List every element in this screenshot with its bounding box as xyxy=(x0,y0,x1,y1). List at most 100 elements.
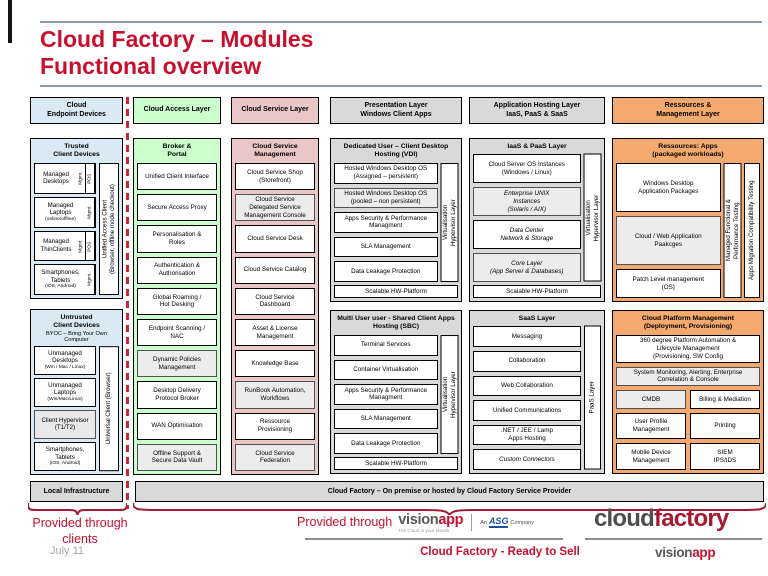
device-tags: POS xyxy=(86,163,95,193)
device-label: Managed ThinClients xyxy=(35,232,77,261)
resources-apps-side-2: Apps Migration Compatibility Testing xyxy=(744,162,760,298)
device-box: Unmanaged Desktops(Win / Mac / Linux) xyxy=(34,345,96,375)
saas-item: Custom Connectors xyxy=(473,449,581,471)
visionapp-tagline: The Cloud in your Hands xyxy=(398,527,450,533)
sbc-item: Data Leakage Protection xyxy=(334,433,438,455)
header-presentation-layer: Presentation Layer Windows Client Apps xyxy=(330,97,462,124)
device-tag: POS xyxy=(86,231,95,261)
provided-through-label: Provided through xyxy=(297,515,393,529)
device-name: Client Hypervisor (T1/T2) xyxy=(41,416,89,432)
resources-apps-item: Windows Desktop Application Packages xyxy=(616,162,721,213)
device-label: Smartphones, Tablets(iOS, Android) xyxy=(35,443,95,470)
header-cloud-service-layer: Cloud Service Layer xyxy=(231,97,319,124)
page-title-line2: Functional overview xyxy=(40,53,262,80)
sbc-scalable-hw: Scalable HW-Platform xyxy=(334,457,458,470)
vdi-item: Apps Security & Performance Managment xyxy=(334,212,438,233)
saas-item: Messaging xyxy=(473,326,581,348)
device-name: Managed ThinClients xyxy=(40,238,72,253)
resources-apps-title: Ressources: Apps (packaged workloads) xyxy=(652,143,724,159)
trusted-devices-side-label: Unified Access Client (Browser, offline … xyxy=(99,162,119,295)
footer-app-text: app xyxy=(692,545,716,560)
device-tag: Mgmt. xyxy=(86,197,95,227)
broker-portal-item: Authentication & Authorisation xyxy=(137,256,217,284)
asg-logo: An ASG Company xyxy=(480,513,534,528)
header-resources-management-layer: Ressources & Management Layer xyxy=(612,97,764,124)
page-title: Cloud Factory – Modules Functional overv… xyxy=(40,26,313,80)
device-name: Smartphones, Tablets xyxy=(45,446,85,461)
sbc-item: Container Virtualisation xyxy=(334,359,438,381)
broker-portal-item: Desktop Delivery Protocol Broker xyxy=(137,381,217,409)
device-sub: (iOS, Android) xyxy=(45,284,76,290)
untrusted-devices-side-label: Universal Client (Browser) xyxy=(99,345,119,471)
corner-mark xyxy=(8,0,12,43)
footer-visionapp-logo: visionapp xyxy=(655,545,716,560)
client-provider-divider xyxy=(126,97,129,509)
brace-clients xyxy=(28,503,127,515)
device-tag: Mgmt. xyxy=(86,265,95,295)
device-box: Smartphones, Tablets(iOS, Android) Mgmt. xyxy=(34,264,96,296)
provided-through-visionapp: Provided through visionapp The Cloud in … xyxy=(297,513,534,533)
device-tags: Mgmt. xyxy=(77,231,86,261)
title-rule-top xyxy=(40,21,762,23)
device-sub: (online/offline) xyxy=(45,216,76,222)
platform-mgmt-grid-item: Billing & Mediation xyxy=(690,390,760,409)
section-sbc-hosting: Multi User user - Shared Client Apps Hos… xyxy=(330,310,462,474)
sbc-side-label: Virtualisation Hypervisor Layer xyxy=(440,334,458,454)
broker-portal-item: Offline Support & Secure Data Vault xyxy=(137,443,217,471)
iaas-side-label: Virtualisation Hypervisor Layer xyxy=(583,154,601,282)
visionapp-app-text: app xyxy=(438,512,464,528)
iaas-title: IaaS & PaaS Layer xyxy=(507,143,567,150)
platform-mgmt-grid-item: SIEM IPS/IDS xyxy=(690,443,760,470)
sbc-item: SLA Management xyxy=(334,408,438,430)
device-tag: Mgmt. xyxy=(77,163,86,193)
vdi-item: SLA Management xyxy=(334,236,438,258)
device-label: Unmanaged Laptops(Win/Mac/Linux) xyxy=(35,379,95,406)
device-name: Managed Laptops xyxy=(47,201,74,217)
sbc-title: Multi User user - Shared Client Apps Hos… xyxy=(337,315,455,331)
broker-portal-item: Secure Access Proxy xyxy=(137,194,217,222)
device-box: Managed Laptops(online/offline)Mgmt. xyxy=(34,196,96,228)
sbc-item: Terminal Services xyxy=(334,334,438,356)
cloud-service-mgmt-item: Cloud Service Catalog xyxy=(235,256,315,284)
cloudfactory-logo: cloudfactory xyxy=(594,505,729,533)
cloudfactory-underline xyxy=(585,538,762,540)
iaas-scalable-hw: Scalable HW-Platform xyxy=(473,285,601,298)
cloud-service-mgmt-item: Asset & License Management xyxy=(235,318,315,347)
device-tags: Mgmt. xyxy=(86,197,95,227)
resources-apps-item: Patch Level management (OS) xyxy=(616,269,721,298)
cloud-service-mgmt-list: Cloud Service Shop (Storefront)Cloud Ser… xyxy=(235,162,315,471)
platform-mgmt-grid-item: User Profile Management xyxy=(616,412,686,440)
asg-company-text: Company xyxy=(510,520,534,526)
device-name: Smartphones, Tablets xyxy=(41,269,80,284)
broker-portal-item: WAN Optimisation xyxy=(137,412,217,440)
header-cloud-endpoint-devices: Cloud Endpoint Devices xyxy=(30,97,123,124)
vdi-item: Hosted Windows Desktop OS (Assigned – pe… xyxy=(334,162,438,184)
broker-portal-item: Dynamic Policies Management xyxy=(137,350,217,378)
platform-mgmt-item: System Monitoring, Alerting, Enterprise … xyxy=(616,366,760,387)
asg-an-text: An xyxy=(480,520,487,526)
device-label: Managed Laptops(online/offline) xyxy=(35,198,86,227)
vdi-body: Hosted Windows Desktop OS (Assigned – pe… xyxy=(334,162,458,283)
vdi-title: Dedicated User – Client Desktop Hosting … xyxy=(343,143,449,159)
platform-mgmt-item: 360 degree Platform Automation & Lifecyc… xyxy=(616,334,760,363)
broker-portal-item: Unified Client Interface xyxy=(137,162,217,191)
device-tags: Mgmt. xyxy=(86,265,95,295)
untrusted-devices-subtitle: BYOC – Bring Your Own Computer xyxy=(46,330,107,344)
asg-wordmark: ASG xyxy=(488,516,509,528)
brace-provider xyxy=(133,503,766,515)
saas-item: Unified Communications xyxy=(473,400,581,421)
device-sub: (iOS, Android) xyxy=(49,460,81,466)
